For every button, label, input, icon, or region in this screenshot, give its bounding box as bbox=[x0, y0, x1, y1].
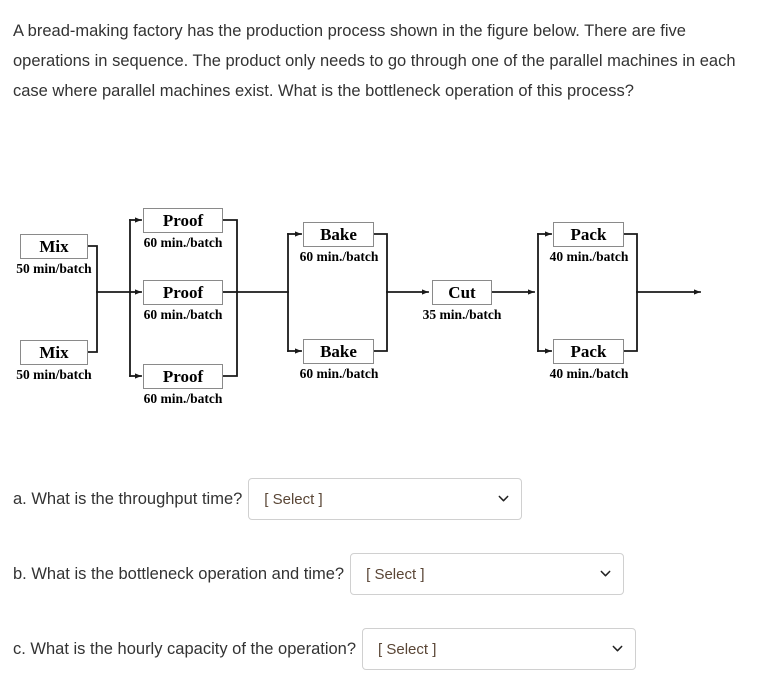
process-flow-diagram: Mix 50 min/batch Mix 50 min/batch Proof … bbox=[0, 188, 779, 428]
question-b-select-value: [ Select ] bbox=[366, 565, 425, 583]
process-time-pack-2: 40 min./batch bbox=[549, 366, 629, 381]
question-c-select[interactable]: [ Select ] bbox=[362, 628, 637, 670]
question-a-select-value: [ Select ] bbox=[264, 490, 323, 508]
process-time-mix-2: 50 min/batch bbox=[16, 367, 92, 382]
chevron-down-icon bbox=[600, 568, 611, 579]
question-row-b: b. What is the bottleneck operation and … bbox=[13, 553, 625, 595]
question-a-label: a. What is the throughput time? bbox=[13, 489, 243, 508]
process-box-mix-1: Mix bbox=[20, 234, 88, 259]
question-b-select[interactable]: [ Select ] bbox=[350, 553, 625, 595]
process-box-mix-2: Mix bbox=[20, 340, 88, 365]
question-c-select-value: [ Select ] bbox=[378, 640, 437, 658]
process-box-bake-2: Bake bbox=[303, 339, 374, 364]
chevron-down-icon bbox=[612, 643, 623, 654]
process-box-proof-3: Proof bbox=[143, 364, 223, 389]
diagram-connectors bbox=[87, 217, 701, 379]
process-time-proof-1: 60 min./batch bbox=[143, 235, 223, 250]
question-a-select[interactable]: [ Select ] bbox=[248, 478, 523, 520]
question-row-c: c. What is the hourly capacity of the op… bbox=[13, 628, 637, 670]
process-box-proof-1: Proof bbox=[143, 208, 223, 233]
process-time-bake-2: 60 min./batch bbox=[299, 366, 379, 381]
process-time-proof-2: 60 min./batch bbox=[143, 307, 223, 322]
process-box-proof-2: Proof bbox=[143, 280, 223, 305]
process-box-cut: Cut bbox=[432, 280, 492, 305]
process-box-pack-1: Pack bbox=[553, 222, 624, 247]
question-prompt: A bread-making factory has the productio… bbox=[13, 22, 736, 100]
process-time-bake-1: 60 min./batch bbox=[299, 249, 379, 264]
process-time-cut: 35 min./batch bbox=[422, 307, 502, 322]
chevron-down-icon bbox=[498, 493, 509, 504]
process-time-proof-3: 60 min./batch bbox=[143, 391, 223, 406]
process-box-pack-2: Pack bbox=[553, 339, 624, 364]
question-row-a: a. What is the throughput time? [ Select… bbox=[13, 478, 523, 520]
process-box-bake-1: Bake bbox=[303, 222, 374, 247]
process-time-mix-1: 50 min/batch bbox=[16, 261, 92, 276]
process-time-pack-1: 40 min./batch bbox=[549, 249, 629, 264]
question-b-label: b. What is the bottleneck operation and … bbox=[13, 564, 345, 583]
question-c-label: c. What is the hourly capacity of the op… bbox=[13, 639, 357, 658]
